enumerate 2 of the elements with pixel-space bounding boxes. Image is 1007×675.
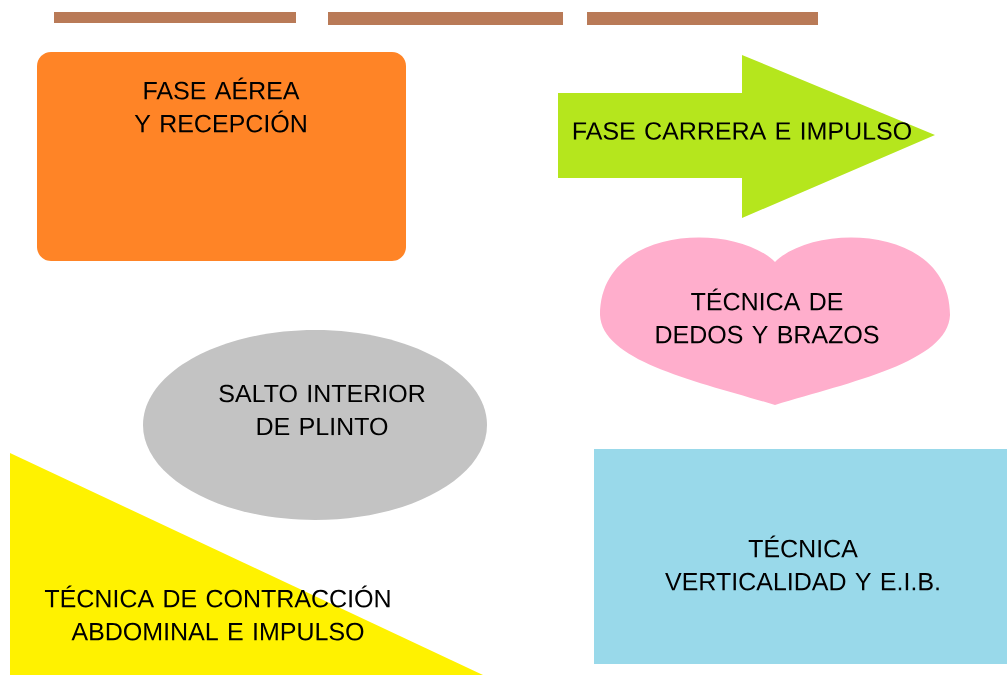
rectangle-box: TÉCNICA VERTICALIDAD Y E.I.B.	[594, 449, 1007, 664]
rounded-box: FASE AÉREA Y RECEPCIÓN	[37, 52, 406, 261]
